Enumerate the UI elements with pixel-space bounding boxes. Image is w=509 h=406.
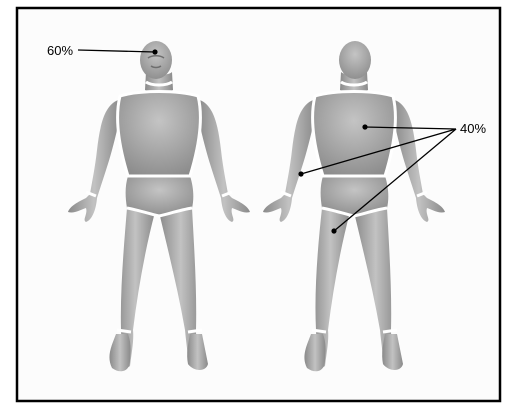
back-leader-dot-leg xyxy=(331,228,336,233)
back-leader-dot-arm xyxy=(298,171,303,176)
back-torso xyxy=(313,92,396,177)
back-percentage-label: 40% xyxy=(460,121,486,136)
back-head xyxy=(339,41,371,79)
front-leader-dot xyxy=(152,49,157,54)
front-head xyxy=(140,41,172,79)
back-leader-dot-torso xyxy=(362,124,367,129)
front-percentage-label: 60% xyxy=(47,43,73,58)
front-torso xyxy=(118,92,201,177)
